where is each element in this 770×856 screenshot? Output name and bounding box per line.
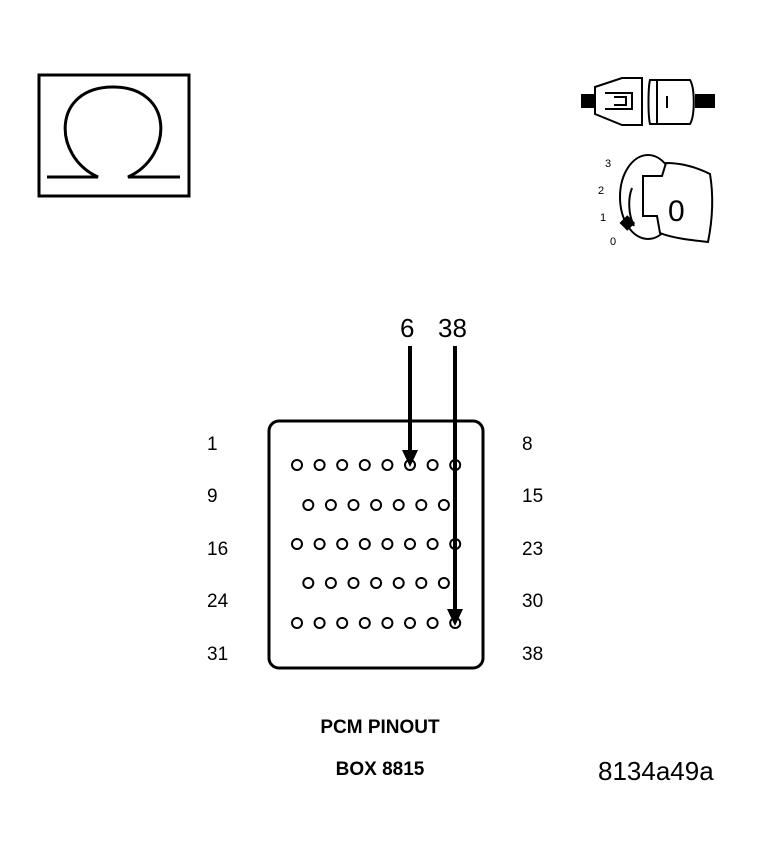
pin-cavity: [291, 538, 303, 550]
pin-cavity: [370, 499, 383, 511]
pin-cavity: [313, 617, 326, 629]
pin-cavity: [415, 577, 428, 589]
pin-cavity: [392, 499, 405, 511]
pin-cavity: [415, 499, 428, 511]
pin-cavity: [381, 617, 394, 629]
connector-disconnected-icon: [581, 77, 715, 126]
pin-cavity: [336, 459, 349, 471]
pin-cavity: [381, 538, 394, 550]
pin-cavity: [404, 538, 416, 550]
pin-cavities: [291, 459, 462, 629]
probe-arrowhead-38: [447, 609, 463, 626]
pin-cavity: [336, 538, 349, 550]
pin-cavity: [426, 617, 439, 629]
key-position-1: 1: [600, 212, 606, 224]
pin-cavity: [336, 617, 349, 629]
pin-cavity: [370, 577, 383, 589]
pin-cavity: [313, 538, 326, 550]
pin-cavity: [291, 617, 303, 629]
pin-cavity: [392, 577, 405, 589]
row-label-left-3: 16: [207, 539, 228, 560]
row-label-right-1: 8: [522, 434, 533, 455]
row-label-right-5: 38: [522, 644, 543, 665]
key-setting-label: 0: [668, 195, 685, 228]
pin-cavity: [313, 459, 326, 471]
key-position-3: 3: [605, 158, 611, 170]
pin-cavity: [426, 538, 439, 550]
key-position-0: 0: [610, 236, 616, 248]
probe-label-6: 6: [400, 313, 414, 343]
key-position-2: 2: [598, 185, 604, 197]
figure-id: 8134a49a: [598, 756, 714, 786]
pin-cavity: [347, 577, 360, 589]
probe-arrows: 6 38: [400, 313, 467, 626]
ignition-key-off-icon: 3 2 1 0 0: [598, 154, 714, 248]
probe-arrowhead-6: [402, 450, 418, 467]
caption-title: PCM PINOUT: [320, 717, 440, 738]
pin-cavity: [324, 577, 337, 589]
pin-cavity: [358, 617, 371, 629]
pin-cavity: [358, 538, 371, 550]
row-label-left-5: 31: [207, 644, 228, 665]
pcm-connector-body: [267, 419, 485, 670]
pin-cavity: [381, 459, 394, 471]
probe-label-38: 38: [438, 313, 467, 343]
row-label-left-4: 24: [207, 591, 229, 612]
pin-cavity: [437, 499, 450, 511]
pin-cavity: [302, 577, 315, 589]
row-label-right-2: 15: [522, 486, 543, 507]
pin-cavity: [426, 459, 439, 471]
row-label-left-2: 9: [207, 486, 218, 507]
row-label-left-1: 1: [207, 434, 218, 455]
pin-cavity: [302, 499, 315, 511]
pin-cavity: [347, 499, 360, 511]
pin-cavity: [324, 499, 337, 511]
caption-box-number: BOX 8815: [336, 759, 425, 780]
row-label-right-4: 30: [522, 591, 543, 612]
ohmmeter-symbol-icon: [37, 73, 191, 198]
pin-cavity: [404, 617, 416, 629]
pin-cavity: [291, 459, 303, 471]
pin-cavity: [437, 577, 450, 589]
row-labels: 1 8 9 15 16 23 24 30 31 38: [207, 434, 543, 665]
pin-cavity: [358, 459, 371, 471]
row-label-right-3: 23: [522, 539, 543, 560]
